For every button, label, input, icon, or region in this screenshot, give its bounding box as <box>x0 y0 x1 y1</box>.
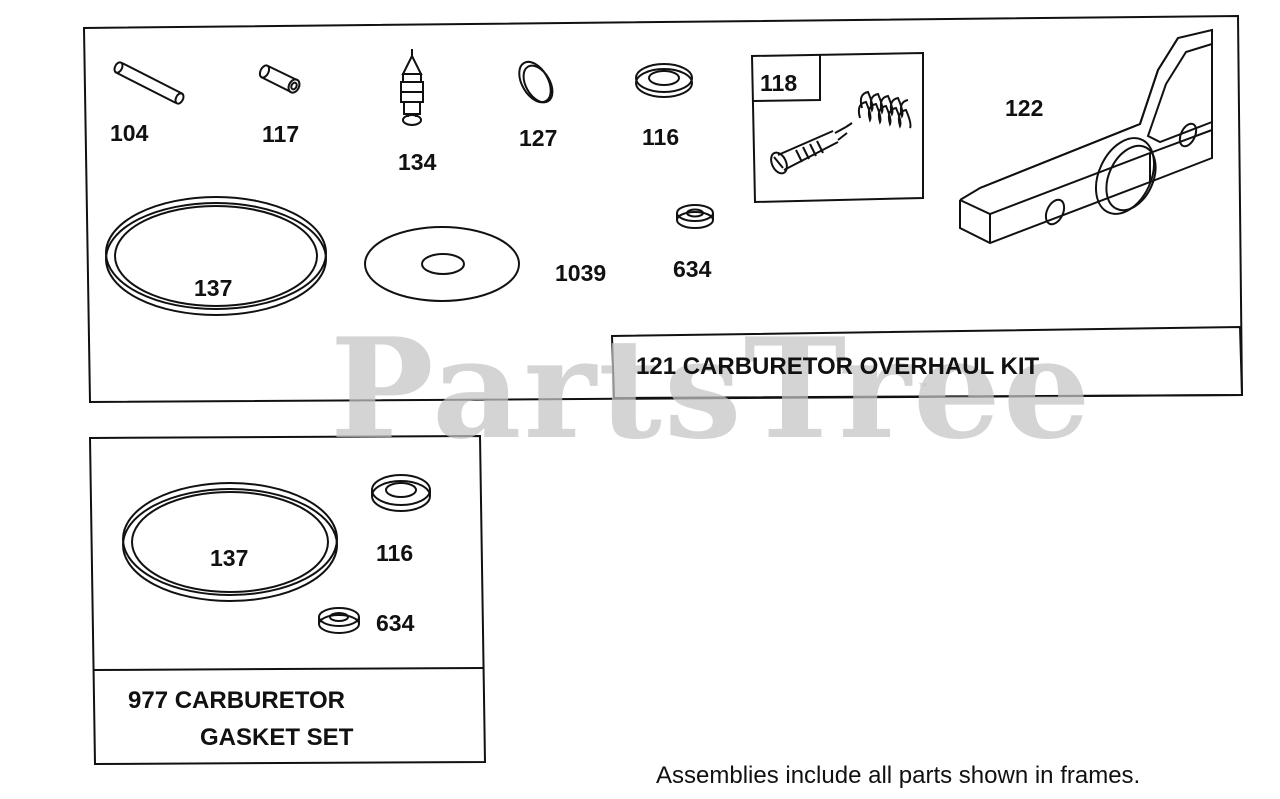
watermark-text: PartsTree <box>330 307 1093 470</box>
bowl-gasket-ring-icon <box>122 482 338 602</box>
intake-gasket-icon <box>959 28 1213 245</box>
gasket-set-title-divider <box>93 667 485 671</box>
footnote: Assemblies include all parts shown in fr… <box>656 762 1141 789</box>
part-label-1039[interactable]: 1039 <box>555 260 607 286</box>
part-label-116[interactable]: 116 <box>642 124 680 150</box>
part-label-634[interactable]: 634 <box>673 256 712 282</box>
part-label-137[interactable]: 137 <box>194 275 233 301</box>
mixture-screw-spring-icon <box>770 90 912 175</box>
part-label-104[interactable]: 104 <box>110 120 149 146</box>
bowl-gasket-ring-icon <box>105 196 327 316</box>
part-label-116[interactable]: 116 <box>376 540 414 566</box>
overhaul-kit-title-frame <box>610 325 1244 400</box>
part-label-634[interactable]: 634 <box>376 610 415 636</box>
small-washer-icon <box>318 607 360 634</box>
part-label-118[interactable]: 118 <box>760 70 798 96</box>
part-label-137[interactable]: 137 <box>210 545 249 571</box>
washer-icon <box>371 474 431 512</box>
part-118-label-frame <box>752 55 821 102</box>
part-label-117[interactable]: 117 <box>262 121 300 147</box>
washer-icon <box>635 63 693 98</box>
gasket-set-title-line1: 977 CARBURETOR <box>128 687 345 714</box>
needle-valve-icon <box>400 49 424 126</box>
overhaul-kit-title: 121 CARBURETOR OVERHAUL KIT <box>636 353 1040 380</box>
gasket-set-title-line2: GASKET SET <box>200 724 354 751</box>
part-label-127[interactable]: 127 <box>519 125 558 151</box>
pin-icon <box>113 61 185 105</box>
watermark-trademark: ™ <box>918 381 927 391</box>
sleeve-icon <box>258 64 301 94</box>
part-label-122[interactable]: 122 <box>1005 95 1044 121</box>
diaphragm-disc-icon <box>364 226 520 302</box>
part-label-134[interactable]: 134 <box>398 149 437 175</box>
gasket-set-frame <box>88 434 487 766</box>
welch-plug-icon <box>518 60 554 104</box>
small-washer-icon <box>676 204 714 229</box>
part-118-frame <box>750 51 924 204</box>
